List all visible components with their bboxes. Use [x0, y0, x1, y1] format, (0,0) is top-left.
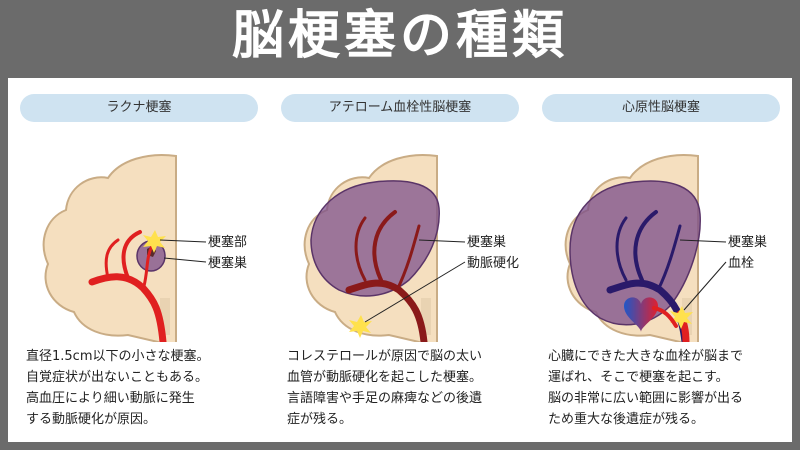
leader-line — [163, 257, 207, 263]
artery-branch — [121, 230, 142, 280]
description-line: 自覚症状が出ないこともある。 — [26, 370, 209, 385]
type-header-atherothrombotic: アテローム血栓性脳梗塞 — [281, 94, 519, 122]
content-panel: ラクナ梗塞 梗塞部 梗塞巣 直径1.5cm以下の小さな梗塞。 自覚症状が出ないこ… — [8, 78, 792, 442]
artery-branch-3 — [142, 244, 154, 288]
type-header-lacunar: ラクナ梗塞 — [20, 94, 258, 122]
heart-vessel — [652, 306, 678, 328]
description-line: 心臓にできた大きな血栓が脳まで — [548, 349, 744, 364]
artery-branch-3 — [395, 224, 421, 292]
page-title: 脳梗塞の種類 — [231, 5, 568, 66]
description-line: ため重大な後遺症が残る。 — [548, 412, 705, 427]
artery-branch-3 — [656, 224, 682, 292]
description-line: 症が残る。 — [287, 412, 353, 427]
type-header-cardioembolic: 心原性脳梗塞 — [542, 94, 780, 122]
atherothrombotic-description: コレステロールが原因で脳の太い 血管が動脈硬化を起こした梗塞。 言語障害や手足の… — [287, 346, 523, 430]
cardioembolic-infarction-column: 心原性脳梗塞 梗塞巣 血栓 — [530, 78, 791, 442]
leader-line — [683, 261, 727, 311]
blockage-star — [143, 230, 166, 253]
artery-branch — [372, 210, 397, 282]
leader-line — [679, 239, 727, 243]
label-infarct-part: 梗塞部 — [208, 234, 247, 250]
description-line: 脳の非常に広い範囲に影響が出る — [548, 391, 744, 406]
lacunar-description: 直径1.5cm以下の小さな梗塞。 自覚症状が出ないこともある。 高血圧により細い… — [26, 346, 262, 430]
embolus-star — [670, 306, 693, 329]
label-arteriosclerosis: 動脈硬化 — [467, 256, 519, 271]
description-line: 血管が動脈硬化を起こした梗塞。 — [287, 370, 483, 385]
lacunar-infarction-column: ラクナ梗塞 梗塞部 梗塞巣 直径1.5cm以下の小さな梗塞。 自覚症状が出ないこ… — [8, 78, 269, 442]
artery-branch — [633, 210, 658, 282]
artery-branch-2 — [615, 216, 628, 282]
atherothrombotic-infarction-column: アテローム血栓性脳梗塞 梗塞巣 動脈硬化 コレステロールが原因で脳の太い 血管が… — [269, 78, 530, 442]
label-thrombus: 血栓 — [728, 256, 754, 271]
cerebral-artery — [345, 279, 428, 342]
lacunar-brain-diagram: 梗塞部 梗塞巣 — [42, 154, 247, 342]
label-infarct-focus: 梗塞巣 — [728, 234, 767, 250]
label-infarct-focus: 梗塞巣 — [208, 255, 247, 271]
atherothrombotic-brain-diagram: 梗塞巣 動脈硬化 — [303, 154, 519, 342]
description-line: 直径1.5cm以下の小さな梗塞。 — [26, 349, 210, 364]
description-line: コレステロールが原因で脳の太い — [287, 349, 483, 364]
description-line: 言語障害や手足の麻痺などの後遺 — [287, 391, 483, 406]
artery-branch-2 — [354, 216, 367, 282]
leader-line — [364, 261, 466, 323]
leader-line — [159, 239, 207, 243]
cardioembolic-description: 心臓にできた大きな血栓が脳まで 運ばれ、そこで梗塞を起こす。 脳の非常に広い範囲… — [548, 346, 784, 430]
leader-line — [418, 239, 466, 243]
description-line: する動脈硬化が原因。 — [26, 412, 157, 427]
label-infarct-focus: 梗塞巣 — [467, 234, 506, 250]
cardioembolic-brain-diagram: 梗塞巣 血栓 — [564, 154, 767, 342]
heart-icon — [624, 297, 658, 332]
artery-branch-2 — [104, 238, 120, 280]
stenosis-star — [349, 315, 372, 338]
description-line: 高血圧により細い動脈に発生 — [26, 391, 195, 406]
description-line: 運ばれ、そこで梗塞を起こす。 — [548, 370, 729, 385]
